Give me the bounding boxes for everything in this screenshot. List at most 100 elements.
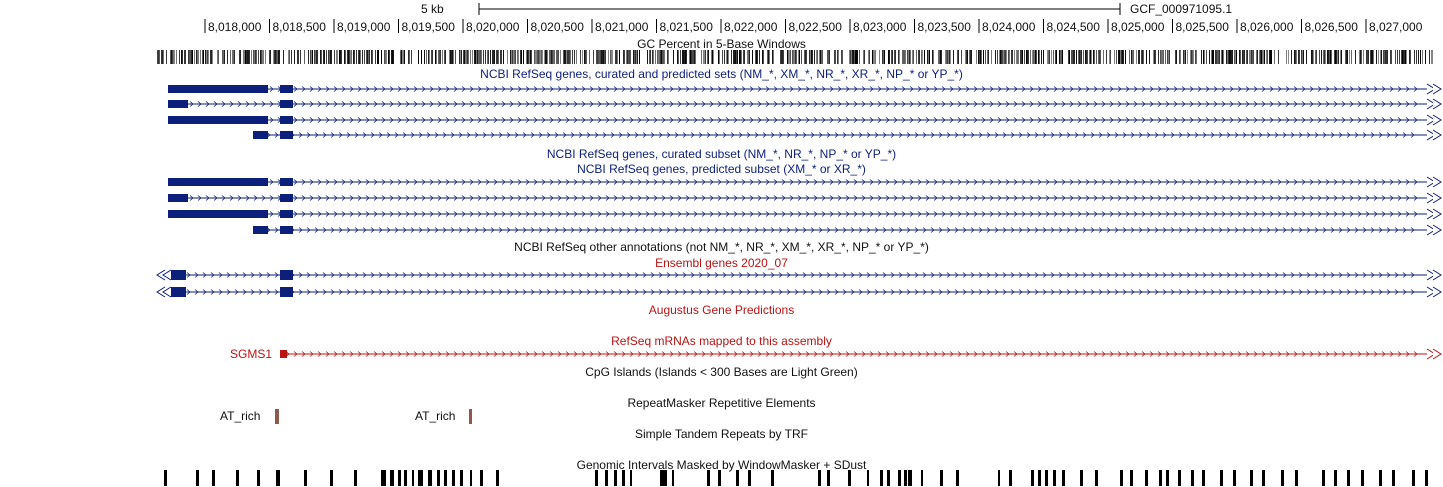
refseq-predicted-transcript-strand-chevron [858, 227, 863, 233]
gc-percent-bar [660, 50, 661, 64]
refseq-predicted-transcript-strand-chevron [781, 179, 786, 185]
ensembl-transcript-strand-chevron [722, 289, 727, 295]
refseq-predicted-transcript-strand-chevron [397, 195, 402, 201]
refseq-all-transcript-strand-chevron [573, 101, 578, 107]
refseq-all-transcript-strand-chevron [1181, 101, 1186, 107]
ensembl-transcript-strand-chevron [1122, 272, 1127, 278]
track-label-refseq-all[interactable]: NCBI RefSeq genes, curated and predicted… [480, 67, 963, 81]
refseq-predicted-transcript-strand-chevron [749, 195, 754, 201]
track-label-ensembl[interactable]: Ensembl genes 2020_07 [655, 256, 788, 270]
refseq-predicted-transcript-strand-chevron [837, 179, 842, 185]
refseq-predicted-transcript-strand-chevron [1141, 195, 1146, 201]
refseq-predicted-transcript-strand-chevron [733, 211, 738, 217]
track-label-trf[interactable]: Simple Tandem Repeats by TRF [635, 427, 808, 441]
refseq-predicted-transcript-strand-chevron [541, 211, 546, 217]
refseq-predicted-transcript-strand-chevron [1309, 179, 1314, 185]
mrna-gene-label[interactable]: SGMS1 [230, 347, 273, 361]
windowmasker-interval [1053, 470, 1056, 486]
refseq-predicted-transcript-strand-chevron [714, 227, 719, 233]
refseq-all-transcript-strand-chevron [477, 117, 482, 123]
gc-percent-bar [1372, 50, 1373, 64]
refseq-predicted-transcript-strand-chevron [1357, 211, 1362, 217]
refseq-all-transcript-strand-chevron [1181, 86, 1186, 92]
refseq-all-transcript-strand-chevron [370, 132, 375, 138]
refseq-predicted-transcript-strand-chevron [346, 227, 351, 233]
track-label-augustus[interactable]: Augustus Gene Predictions [648, 303, 795, 317]
refseq-all-transcript-strand-chevron [493, 117, 498, 123]
ensembl-transcript-strand-chevron [338, 289, 343, 295]
track-label-repeatmasker[interactable]: RepeatMasker Repetitive Elements [627, 396, 816, 410]
windowmasker-interval [257, 470, 260, 486]
gc-percent-bar [452, 50, 453, 64]
gc-percent-bar [842, 50, 843, 64]
track-label-refseq-curated[interactable]: NCBI RefSeq genes, curated subset (NM_*,… [546, 147, 897, 161]
refseq-predicted-transcript-strand-chevron [445, 179, 450, 185]
gc-percent-bar [230, 50, 231, 64]
gc-percent-bar [1315, 50, 1316, 64]
refseq-all-transcript-strand-chevron [1245, 101, 1250, 107]
gc-percent-bar [921, 50, 922, 64]
refseq-predicted-transcript-strand-chevron [1301, 179, 1306, 185]
gc-percent-bar [1218, 50, 1219, 64]
ensembl-transcript-strand-chevron [378, 272, 383, 278]
refseq-predicted-transcript-strand-chevron [501, 195, 506, 201]
track-label-refseq-mrna[interactable]: RefSeq mRNAs mapped to this assembly [611, 334, 832, 348]
refseq-all-transcript-strand-chevron [533, 117, 538, 123]
refseq-all-transcript-strand-chevron [997, 117, 1002, 123]
gc-percent-bar [317, 50, 318, 64]
gc-percent-bar [1192, 50, 1193, 64]
refseq-all-transcript-strand-chevron [317, 117, 322, 123]
refseq-predicted-transcript-strand-chevron [845, 179, 850, 185]
refseq-all-transcript-strand-chevron [322, 132, 327, 138]
ensembl-transcript-strand-chevron [450, 272, 455, 278]
gc-percent-bar [418, 50, 419, 64]
track-label-gc-percent[interactable]: GC Percent in 5-Base Windows [637, 37, 806, 51]
gc-percent-bar [497, 50, 498, 64]
ensembl-transcript-strand-chevron [498, 272, 503, 278]
track-label-cpg[interactable]: CpG Islands (Islands < 300 Bases are Lig… [585, 365, 858, 379]
gc-percent-bar [487, 50, 488, 64]
gc-percent-bar [408, 50, 409, 64]
gc-percent-bar [323, 50, 324, 64]
ensembl-transcript-strand-chevron [1178, 272, 1183, 278]
ensembl-transcript-strand-chevron [1178, 289, 1183, 295]
refseq-predicted-transcript-strand-chevron [957, 211, 962, 217]
refseq-predicted-transcript-strand-chevron [738, 227, 743, 233]
gc-percent-bar [364, 50, 365, 64]
repeat-label-1[interactable]: AT_rich [220, 409, 261, 423]
track-label-refseq-other[interactable]: NCBI RefSeq other annotations (not NM_*,… [514, 240, 929, 254]
refseq-predicted-transcript-strand-chevron [378, 227, 383, 233]
refseq-predicted-transcript-exon [168, 210, 268, 218]
refseq-mrna-alignment-strand-chevron [589, 351, 594, 357]
gc-percent-bar [1336, 50, 1337, 64]
track-label-refseq-predicted[interactable]: NCBI RefSeq genes, predicted subset (XM_… [577, 162, 866, 176]
refseq-predicted-transcript-strand-chevron [933, 211, 938, 217]
gc-percent-bar [1187, 50, 1188, 64]
refseq-all-transcript-strand-chevron [821, 101, 826, 107]
refseq-predicted-transcript-strand-chevron [426, 227, 431, 233]
refseq-mrna-alignment-strand-chevron [453, 351, 458, 357]
scale-label: 5 kb [421, 2, 444, 16]
refseq-all-transcript-strand-chevron [714, 132, 719, 138]
refseq-all-transcript-strand-chevron [1381, 101, 1386, 107]
refseq-all-transcript-strand-chevron [605, 117, 610, 123]
gc-percent-bar [821, 50, 822, 64]
refseq-predicted-transcript-strand-chevron [933, 195, 938, 201]
track-label-windowmasker[interactable]: Genomic Intervals Masked by WindowMasker… [576, 458, 867, 472]
gc-percent-bar [1142, 50, 1143, 64]
ensembl-transcript-strand-chevron [1154, 289, 1159, 295]
gc-percent-bar [905, 50, 906, 64]
refseq-predicted-transcript-strand-chevron [373, 195, 378, 201]
refseq-predicted-transcript-strand-chevron [1285, 195, 1290, 201]
gc-percent-bar [599, 50, 600, 64]
refseq-mrna-alignment-strand-chevron [1117, 351, 1122, 357]
refseq-predicted-transcript-strand-chevron [469, 211, 474, 217]
gc-percent-bar [1074, 50, 1075, 64]
repeat-label-2[interactable]: AT_rich [415, 409, 456, 423]
ruler-tick-label: 8,019,000 [337, 20, 391, 34]
refseq-predicted-transcript-strand-chevron [981, 195, 986, 201]
refseq-all-transcript-strand-chevron [570, 132, 575, 138]
refseq-all-transcript-strand-chevron [813, 117, 818, 123]
